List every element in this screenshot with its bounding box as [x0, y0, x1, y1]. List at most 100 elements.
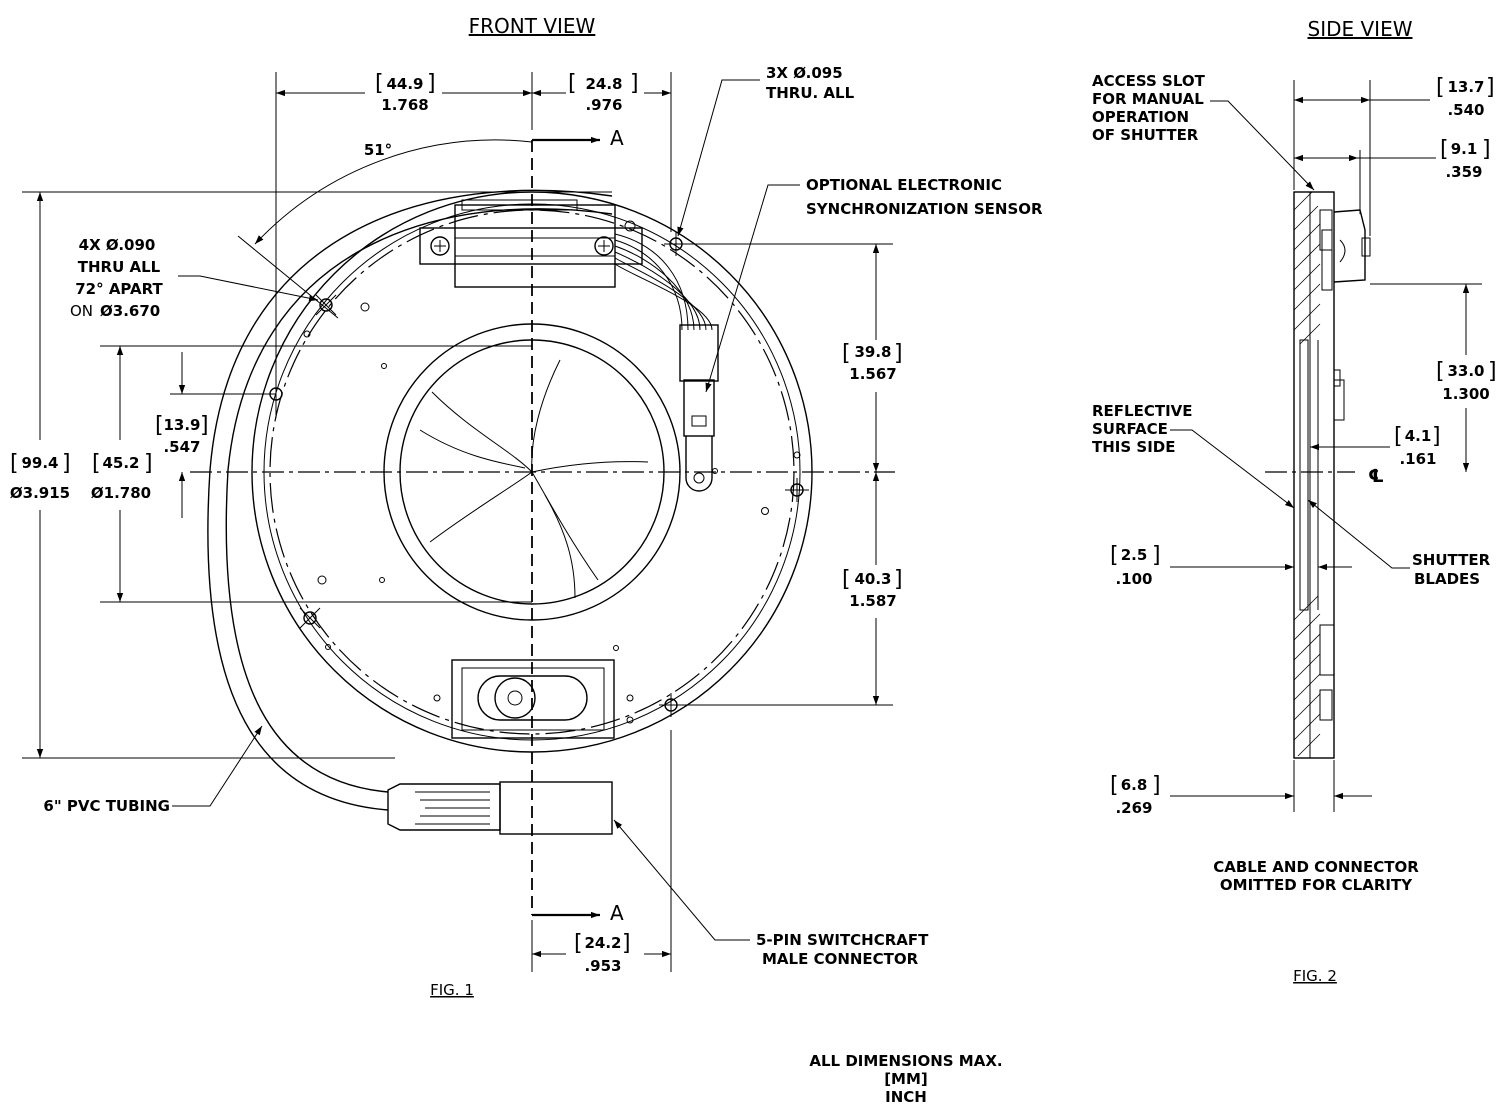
side-view-title: SIDE VIEW	[1308, 17, 1413, 41]
bracket: [	[568, 71, 577, 96]
bracket: [	[375, 71, 384, 96]
side-body	[1293, 191, 1371, 759]
bracket: ]	[1152, 543, 1161, 568]
dim-angle: 51°	[364, 141, 392, 159]
note-3x-holes-line2: THRU. ALL	[766, 84, 855, 102]
dim-top-right-in: .976	[585, 96, 622, 114]
bracket: [	[842, 567, 851, 592]
note-sensor-line2: SYNCHRONIZATION SENSOR	[806, 200, 1043, 218]
footer-line2: [MM]	[884, 1070, 928, 1088]
side-dim-upper-mm: 33.0	[1447, 362, 1484, 380]
note-access-line2: FOR MANUAL	[1092, 90, 1204, 108]
note-omitted-line1: CABLE AND CONNECTOR	[1213, 858, 1419, 876]
sensor-wires	[614, 233, 713, 331]
bracket: [	[1436, 359, 1445, 384]
bracket: ]	[1488, 359, 1497, 384]
dim-aperture-in: Ø1.780	[91, 484, 151, 502]
note-reflective-line2: SURFACE	[1092, 420, 1168, 438]
dim-overall-in: Ø3.915	[10, 484, 70, 502]
section-label-bottom: A	[610, 901, 624, 925]
side-dim-bottom-mm: 6.8	[1121, 776, 1148, 794]
side-dim-top-in: .540	[1447, 101, 1484, 119]
bracket: ]	[894, 567, 903, 592]
note-4x-holes-line4-prefix: ON	[70, 302, 93, 320]
dim-bottom-in: .953	[584, 957, 621, 975]
bracket: ]	[427, 71, 436, 96]
note-tubing: 6" PVC TUBING	[43, 797, 170, 815]
section-label-top: A	[610, 126, 624, 150]
dim-top-left-mm: 44.9	[386, 75, 423, 93]
figure-1-label: FIG. 1	[430, 981, 474, 999]
bracket: [	[1110, 773, 1119, 798]
note-sensor-line1: OPTIONAL ELECTRONIC	[806, 176, 1002, 194]
dim-bottom-mm: 24.2	[584, 934, 621, 952]
bracket: ]	[62, 451, 71, 476]
male-connector	[387, 781, 613, 835]
note-4x-holes-line3: 72° APART	[75, 280, 163, 298]
note-4x-holes-line1: 4X Ø.090	[79, 236, 156, 254]
sensor-body	[679, 324, 719, 492]
mounting-holes	[269, 232, 809, 724]
bracket: ]	[1152, 773, 1161, 798]
bracket: [	[92, 451, 101, 476]
centerline-symbol: ℄	[1368, 466, 1384, 487]
dim-offset-mm: 13.9	[163, 416, 200, 434]
dim-lower-right-in: 1.587	[849, 592, 896, 610]
hole-4x	[319, 298, 333, 312]
bracket: ]	[1432, 424, 1441, 449]
front-notes: 3X Ø.095 THRU. ALL OPTIONAL ELECTRONIC S…	[43, 64, 1043, 999]
note-blades-line1: SHUTTER	[1412, 551, 1491, 569]
bracket: ]	[1486, 75, 1495, 100]
bottom-socket	[451, 659, 615, 739]
footer-line3: INCH	[885, 1088, 927, 1106]
note-omitted-line2: OMITTED FOR CLARITY	[1220, 876, 1413, 894]
dim-overall-mm: 99.4	[21, 454, 58, 472]
shutter-blade-curves	[419, 359, 649, 599]
dim-upper-right-mm: 39.8	[854, 343, 891, 361]
bracket: [	[1436, 75, 1445, 100]
front-view-title: FRONT VIEW	[469, 14, 596, 38]
dim-upper-right-in: 1.567	[849, 365, 896, 383]
side-dim-thin-mm: 2.5	[1121, 546, 1148, 564]
bracket: [	[842, 341, 851, 366]
side-dim-second-mm: 9.1	[1451, 140, 1478, 158]
figure-2-label: FIG. 2	[1293, 967, 1337, 985]
bracket: [	[155, 413, 164, 438]
bracket: ]	[200, 413, 209, 438]
side-dim-upper-in: 1.300	[1442, 385, 1489, 403]
footer-note: ALL DIMENSIONS MAX. [MM] INCH	[809, 1052, 1002, 1106]
bracket: [	[10, 451, 19, 476]
side-dim-second-in: .359	[1445, 163, 1482, 181]
note-access-line1: ACCESS SLOT	[1092, 72, 1206, 90]
bracket: ]	[894, 341, 903, 366]
note-4x-holes-line2: THRU ALL	[78, 258, 161, 276]
note-access-line4: OF SHUTTER	[1092, 126, 1199, 144]
front-dimensions: [ ] 44.9 1.768 [ ] 24.8 .976 51° [ ] 99.…	[10, 71, 903, 975]
note-reflective-line1: REFLECTIVE	[1092, 402, 1193, 420]
note-reflective-line3: THIS SIDE	[1092, 438, 1175, 456]
note-connector-line2: MALE CONNECTOR	[762, 950, 919, 968]
bracket: ]	[144, 451, 153, 476]
dim-lower-right-mm: 40.3	[854, 570, 891, 588]
note-3x-holes-line1: 3X Ø.095	[766, 64, 843, 82]
side-dim-center-mm: 4.1	[1405, 427, 1432, 445]
bracket: [	[1110, 543, 1119, 568]
bracket: ]	[630, 71, 639, 96]
dim-offset-in: .547	[163, 438, 200, 456]
front-view: A A	[190, 126, 895, 925]
note-connector-line1: 5-PIN SWITCHCRAFT	[756, 931, 929, 949]
dim-top-left-in: 1.768	[381, 96, 428, 114]
side-dim-thin-in: .100	[1115, 570, 1152, 588]
bracket: [	[1440, 137, 1449, 162]
bracket: [	[574, 931, 583, 956]
side-dim-bottom-in: .269	[1115, 799, 1152, 817]
pvc-tubing	[207, 189, 613, 811]
bracket: ]	[1482, 137, 1491, 162]
bracket: [	[1394, 424, 1403, 449]
bracket: ]	[622, 931, 631, 956]
hole-4x	[303, 611, 317, 625]
note-access-line3: OPERATION	[1092, 108, 1189, 126]
footer-line1: ALL DIMENSIONS MAX.	[809, 1052, 1002, 1070]
dim-aperture-mm: 45.2	[102, 454, 139, 472]
